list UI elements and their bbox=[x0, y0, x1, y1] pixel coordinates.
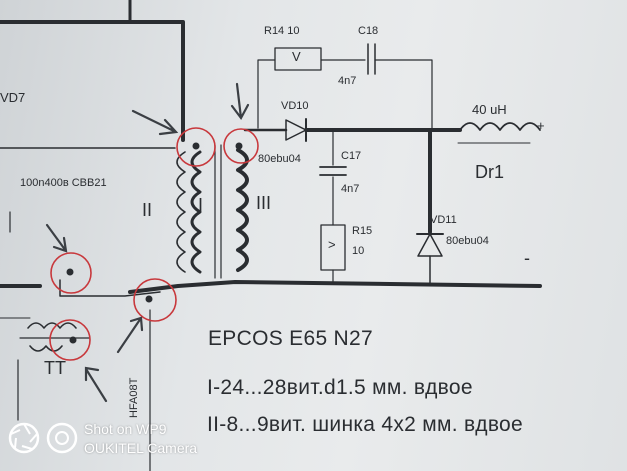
winding-dot bbox=[145, 295, 153, 303]
winding-III bbox=[236, 148, 249, 272]
cap-left-label: 100n400в CBB21 bbox=[20, 177, 107, 189]
highlight-circle bbox=[49, 319, 91, 361]
highlight-circle bbox=[176, 127, 216, 167]
r15-value: 10 bbox=[352, 245, 365, 257]
winding-II bbox=[190, 150, 202, 274]
r14-symbol: V bbox=[292, 49, 301, 64]
winding-dot bbox=[69, 336, 77, 344]
vd11-body bbox=[417, 233, 443, 257]
winding-dot bbox=[66, 268, 74, 276]
inductor-value: 40 uH bbox=[472, 102, 507, 117]
minus-terminal: - bbox=[524, 248, 530, 268]
tt-coil bbox=[29, 345, 63, 352]
tt-label: TT bbox=[44, 358, 66, 378]
r14-body bbox=[274, 47, 322, 71]
r15-label: R15 bbox=[352, 225, 373, 237]
r14-label: R14 10 bbox=[264, 25, 300, 37]
c17-label: C17 bbox=[341, 150, 362, 162]
core-note: EPCOS E65 N27 bbox=[208, 327, 373, 350]
arrow bbox=[131, 109, 179, 136]
camera-lens-icon bbox=[46, 422, 78, 454]
tt-coil bbox=[27, 322, 77, 329]
r15-symbol: > bbox=[328, 237, 336, 252]
highlight-circle bbox=[223, 128, 259, 164]
vd11-label: VD11 bbox=[430, 214, 457, 226]
highlight-circle bbox=[133, 278, 177, 322]
arrow bbox=[84, 366, 108, 403]
vd10-body bbox=[285, 119, 307, 141]
winding-note-2: II-8...9вит. шинка 4x2 мм. вдвое bbox=[207, 413, 523, 436]
winding-1-label: I bbox=[198, 195, 204, 215]
arrow bbox=[230, 82, 250, 121]
wire bbox=[59, 279, 161, 297]
inductor-name: Dr1 bbox=[475, 162, 505, 182]
watermark-line1: Shot on WP9 bbox=[84, 421, 167, 437]
winding-I bbox=[176, 151, 186, 273]
wire bbox=[257, 59, 276, 129]
arrow bbox=[45, 223, 68, 253]
vd11-part: 80ebu04 bbox=[446, 235, 489, 247]
wire bbox=[0, 20, 185, 142]
c18-value: 4n7 bbox=[338, 75, 357, 87]
aperture-icon bbox=[8, 422, 40, 454]
dr1-coil bbox=[459, 122, 541, 131]
winding-note-1: I-24...28вит.d1.5 мм. вдвое bbox=[207, 376, 473, 399]
winding-2-label: II bbox=[142, 200, 153, 220]
vd10-label: VD10 bbox=[281, 100, 309, 112]
arrow bbox=[116, 316, 144, 354]
c17-value: 4n7 bbox=[341, 183, 360, 195]
highlight-circle bbox=[50, 252, 92, 294]
wire bbox=[374, 59, 433, 129]
watermark-line2: OUKITEL Camera bbox=[84, 440, 198, 456]
vd7-label: VD7 bbox=[0, 90, 26, 105]
winding-3-label: III bbox=[256, 193, 272, 213]
hfa-label: HFA08T bbox=[128, 377, 140, 418]
plus-terminal: + bbox=[537, 118, 545, 133]
wire bbox=[128, 280, 542, 294]
winding-dot bbox=[192, 142, 200, 150]
winding-dot bbox=[235, 142, 243, 150]
c18-label: C18 bbox=[358, 25, 379, 37]
vd10-part: 80ebu04 bbox=[258, 153, 301, 165]
